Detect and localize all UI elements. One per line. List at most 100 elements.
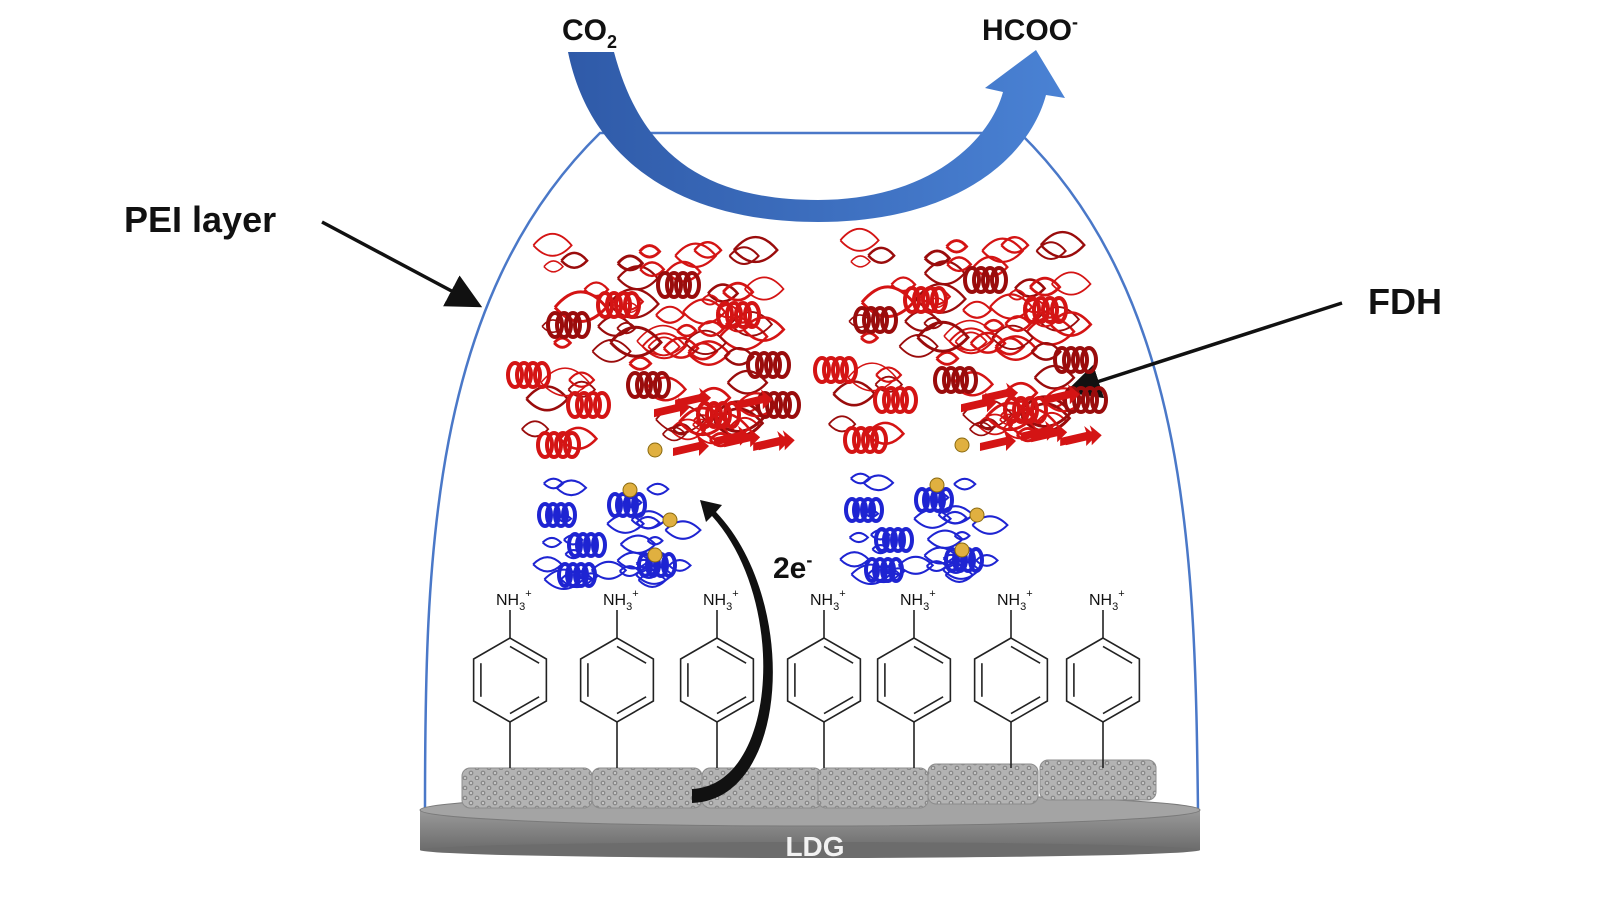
amine-main: NH xyxy=(496,592,519,609)
enzyme-red-loop xyxy=(832,380,877,407)
enzyme-helix xyxy=(515,361,533,389)
enzyme-red-loop xyxy=(521,420,550,438)
amine-sub: 3 xyxy=(833,601,839,613)
enzyme-helix xyxy=(573,311,591,339)
enzyme-helix xyxy=(1012,396,1030,424)
enzyme-beta-strand xyxy=(753,431,790,452)
enzyme-helix xyxy=(1062,346,1080,374)
amine-main: NH xyxy=(703,592,726,609)
enzyme-red-loop xyxy=(983,318,1005,333)
enzyme-helix xyxy=(1053,346,1071,374)
enzyme-helix xyxy=(951,366,969,394)
enzyme-blue-loop xyxy=(668,559,692,572)
enzyme-blue-helix xyxy=(882,527,898,553)
graphene-sheet xyxy=(461,767,593,809)
amine-sup: + xyxy=(632,588,638,600)
linker: NH3+ xyxy=(1065,588,1141,768)
enzyme-blue-helix xyxy=(868,497,884,523)
enzyme-blue-loop xyxy=(555,479,588,497)
enzyme-helix xyxy=(1050,296,1068,324)
enzyme-helix xyxy=(930,286,948,314)
linker: NH3+ xyxy=(472,588,548,768)
pei-layer-pointer-arrow xyxy=(321,220,483,308)
enzyme-cofactor xyxy=(622,482,638,498)
enzyme-cofactor xyxy=(647,547,663,563)
enzyme-red-loop xyxy=(847,362,898,392)
enzyme-helix xyxy=(683,271,701,299)
amine-label: NH3+ xyxy=(703,588,739,613)
amine-main: NH xyxy=(1089,592,1112,609)
enzyme-helix xyxy=(774,391,792,419)
amine-label: NH3+ xyxy=(496,588,532,613)
enzyme-red-loop xyxy=(591,338,632,363)
enzyme-blue-helix xyxy=(888,557,904,583)
enzyme-blue-helix xyxy=(914,487,930,513)
enzyme-helix xyxy=(1041,296,1059,324)
enzyme-red-loop xyxy=(525,385,570,412)
enzyme-red-loop xyxy=(898,333,939,358)
amine-sub: 3 xyxy=(1020,601,1026,613)
enzyme-blue-helix xyxy=(565,562,581,588)
amine-sup: + xyxy=(1118,588,1124,600)
enzyme-red-loop xyxy=(732,235,779,264)
enzyme-red-loop xyxy=(636,324,690,356)
graphene-sheet xyxy=(817,767,929,809)
enzyme-blue-loop xyxy=(975,554,999,567)
enzyme-blue-loop xyxy=(590,560,628,580)
enzyme-red-loop xyxy=(875,366,903,383)
enzyme-red-loop xyxy=(568,371,596,388)
enzyme-helix xyxy=(614,291,632,319)
enzyme-blue-helix xyxy=(844,497,860,523)
enzyme-red-loop xyxy=(684,329,728,355)
enzyme-helix xyxy=(861,426,879,454)
enzyme-red-loop xyxy=(943,319,997,351)
benzene-ring xyxy=(973,637,1049,723)
enzyme-blue-helix xyxy=(890,527,906,553)
amine-sub: 3 xyxy=(626,601,632,613)
enzyme-blue-helix xyxy=(874,527,890,553)
enzyme-red-loop xyxy=(828,415,857,433)
double-bond xyxy=(823,645,854,664)
enzyme-blue-helix xyxy=(880,557,896,583)
enzyme-helix xyxy=(783,391,801,419)
enzyme-red-loop xyxy=(742,316,786,342)
enzyme-red-loop xyxy=(946,256,973,273)
double-bond xyxy=(1102,696,1133,715)
enzyme-helix xyxy=(912,286,930,314)
enzyme-red-loop xyxy=(962,300,993,319)
enzyme-red-loop xyxy=(1033,364,1076,390)
enzyme-beta-strand xyxy=(713,425,750,446)
double-bond xyxy=(509,696,540,715)
double-bond xyxy=(616,645,647,664)
electron-label: 2e- xyxy=(773,550,812,585)
enzyme-beta-strand xyxy=(1060,426,1097,447)
enzyme-red-loop xyxy=(639,261,666,278)
enzyme-helix xyxy=(990,266,1008,294)
enzyme-helix xyxy=(596,291,614,319)
enzyme-red-loop xyxy=(1014,278,1047,298)
enzyme-helix xyxy=(840,356,858,384)
enzyme-helix xyxy=(626,371,644,399)
aryl-ammonium-linkers: NH3+NH3+NH3+NH3+NH3+NH3+NH3+ xyxy=(472,588,1141,768)
enzyme-helix xyxy=(764,351,782,379)
fdh-enzyme-left xyxy=(506,232,801,591)
double-bond xyxy=(1102,645,1133,664)
enzyme-helix xyxy=(852,426,870,454)
enzyme-helix xyxy=(1090,386,1108,414)
enzyme-helix xyxy=(831,356,849,384)
enzyme-helix xyxy=(921,286,939,314)
enzyme-helix xyxy=(705,401,723,429)
enzyme-helix xyxy=(564,311,582,339)
enzyme-helix xyxy=(813,356,831,384)
linker: NH3+ xyxy=(679,588,755,768)
amine-sup: + xyxy=(839,588,845,600)
enzyme-blue-helix xyxy=(583,532,599,558)
enzyme-red-loop xyxy=(989,293,1034,320)
enzyme-blue-loop xyxy=(543,477,565,490)
enzyme-blue-helix xyxy=(553,502,569,528)
enzyme-blue-helix xyxy=(545,502,561,528)
enzyme-red-loop xyxy=(553,336,573,349)
benzene-ring xyxy=(876,637,952,723)
fdh-pointer-arrow xyxy=(1065,301,1343,399)
benzene-ring xyxy=(786,637,862,723)
